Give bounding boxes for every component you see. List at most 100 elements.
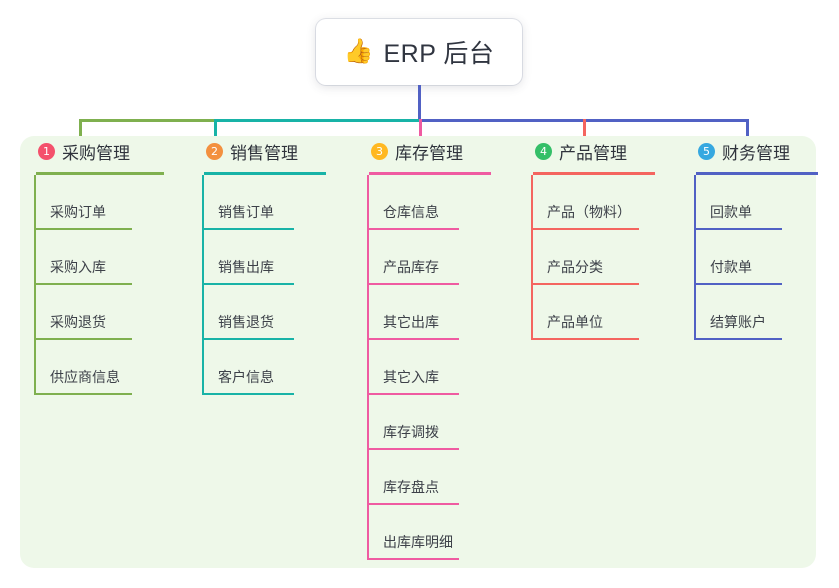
module-item[interactable]: 采购入库	[34, 230, 164, 285]
module-item-rule	[367, 283, 459, 285]
module-item-label: 产品单位	[547, 314, 603, 330]
module-item[interactable]: 产品库存	[367, 230, 491, 285]
module-item[interactable]: 供应商信息	[34, 340, 164, 395]
column-header-rule	[696, 172, 818, 175]
module-item[interactable]: 库存盘点	[367, 450, 491, 505]
module-item-rule	[34, 393, 132, 395]
module-item-rule	[34, 228, 132, 230]
module-item-label: 销售退货	[218, 314, 274, 330]
root-node-card[interactable]: 👍 ERP 后台	[316, 19, 522, 85]
module-item-label: 库存盘点	[383, 479, 439, 495]
module-item[interactable]: 产品单位	[531, 285, 655, 340]
module-item-rule	[531, 283, 639, 285]
connector-drop-1	[79, 119, 82, 146]
module-item[interactable]: 付款单	[694, 230, 818, 285]
module-item[interactable]: 产品分类	[531, 230, 655, 285]
connector-drop-4	[583, 119, 586, 146]
module-item-rule	[202, 228, 294, 230]
column-number-badge: 5	[698, 142, 715, 160]
column-spine	[34, 175, 36, 395]
column-items: 仓库信息产品库存其它出库其它入库库存调拨库存盘点出库库明细	[367, 175, 491, 560]
module-column: 1 采购管理采购订单采购入库采购退货供应商信息	[22, 136, 164, 395]
column-spine	[367, 175, 369, 560]
column-number-badge: 4	[535, 142, 552, 160]
column-number-badge: 3	[371, 142, 388, 160]
column-header[interactable]: 2 销售管理	[190, 136, 326, 166]
connector-drop-3	[419, 119, 422, 146]
column-title: 销售管理	[230, 143, 298, 163]
module-item-rule	[694, 228, 782, 230]
module-item-label: 其它入库	[383, 369, 439, 385]
module-item-rule	[367, 338, 459, 340]
column-number-badge: 2	[206, 142, 223, 160]
column-spine	[202, 175, 204, 395]
module-item-label: 出库库明细	[383, 534, 453, 550]
module-item-rule	[367, 448, 459, 450]
module-item-rule	[694, 283, 782, 285]
module-item-label: 产品分类	[547, 259, 603, 275]
column-header-rule	[36, 172, 164, 175]
module-item-label: 付款单	[710, 259, 752, 275]
module-item[interactable]: 回款单	[694, 175, 818, 230]
module-item-label: 库存调拨	[383, 424, 439, 440]
module-item-rule	[367, 228, 459, 230]
column-number-badge: 1	[38, 142, 55, 160]
column-header[interactable]: 5 财务管理	[682, 136, 818, 166]
module-item[interactable]: 销售退货	[202, 285, 326, 340]
module-item-label: 仓库信息	[383, 204, 439, 220]
module-item-label: 结算账户	[710, 314, 766, 330]
module-item[interactable]: 出库库明细	[367, 505, 491, 560]
module-item-rule	[694, 338, 782, 340]
module-item[interactable]: 其它入库	[367, 340, 491, 395]
column-spine	[531, 175, 533, 340]
module-item-rule	[531, 228, 639, 230]
thumbs-up-icon: 👍	[343, 38, 374, 65]
module-item[interactable]: 其它出库	[367, 285, 491, 340]
module-item[interactable]: 结算账户	[694, 285, 818, 340]
module-item[interactable]: 客户信息	[202, 340, 326, 395]
module-item[interactable]: 采购退货	[34, 285, 164, 340]
column-title: 财务管理	[722, 143, 790, 163]
column-header[interactable]: 1 采购管理	[22, 136, 164, 166]
module-item-rule	[367, 503, 459, 505]
module-item-label: 销售出库	[218, 259, 274, 275]
module-item-label: 产品（物料）	[547, 204, 631, 220]
column-header-rule	[204, 172, 326, 175]
module-item-rule	[34, 338, 132, 340]
module-item-label: 回款单	[710, 204, 752, 220]
page-title: ERP 后台	[383, 40, 495, 68]
module-item[interactable]: 产品（物料）	[531, 175, 655, 230]
connector-bus-green	[79, 119, 214, 122]
module-item-rule	[202, 283, 294, 285]
column-header-rule	[369, 172, 491, 175]
module-item[interactable]: 库存调拨	[367, 395, 491, 450]
column-items: 产品（物料） 产品分类产品单位	[531, 175, 655, 340]
connector-bus-teal	[214, 119, 419, 122]
module-item-label: 供应商信息	[50, 369, 120, 385]
module-item-rule	[367, 558, 459, 560]
connector-drop-2	[214, 119, 217, 146]
module-item[interactable]: 仓库信息	[367, 175, 491, 230]
module-item-label: 其它出库	[383, 314, 439, 330]
column-items: 销售订单销售出库销售退货客户信息	[202, 175, 326, 395]
module-item-rule	[531, 338, 639, 340]
module-column: 5 财务管理回款单付款单结算账户	[682, 136, 818, 340]
column-items: 采购订单采购入库采购退货供应商信息	[34, 175, 164, 395]
module-item-label: 采购入库	[50, 259, 106, 275]
module-item-rule	[202, 338, 294, 340]
module-item[interactable]: 采购订单	[34, 175, 164, 230]
modules-panel	[20, 136, 816, 568]
module-item-label: 采购订单	[50, 204, 106, 220]
module-item[interactable]: 销售订单	[202, 175, 326, 230]
column-header-rule	[533, 172, 655, 175]
module-item-label: 销售订单	[218, 204, 274, 220]
module-column: 2 销售管理销售订单销售出库销售退货客户信息	[190, 136, 326, 395]
module-item-label: 产品库存	[383, 259, 439, 275]
column-title: 采购管理	[62, 143, 130, 163]
module-item[interactable]: 销售出库	[202, 230, 326, 285]
connector-drop-5	[746, 119, 749, 146]
